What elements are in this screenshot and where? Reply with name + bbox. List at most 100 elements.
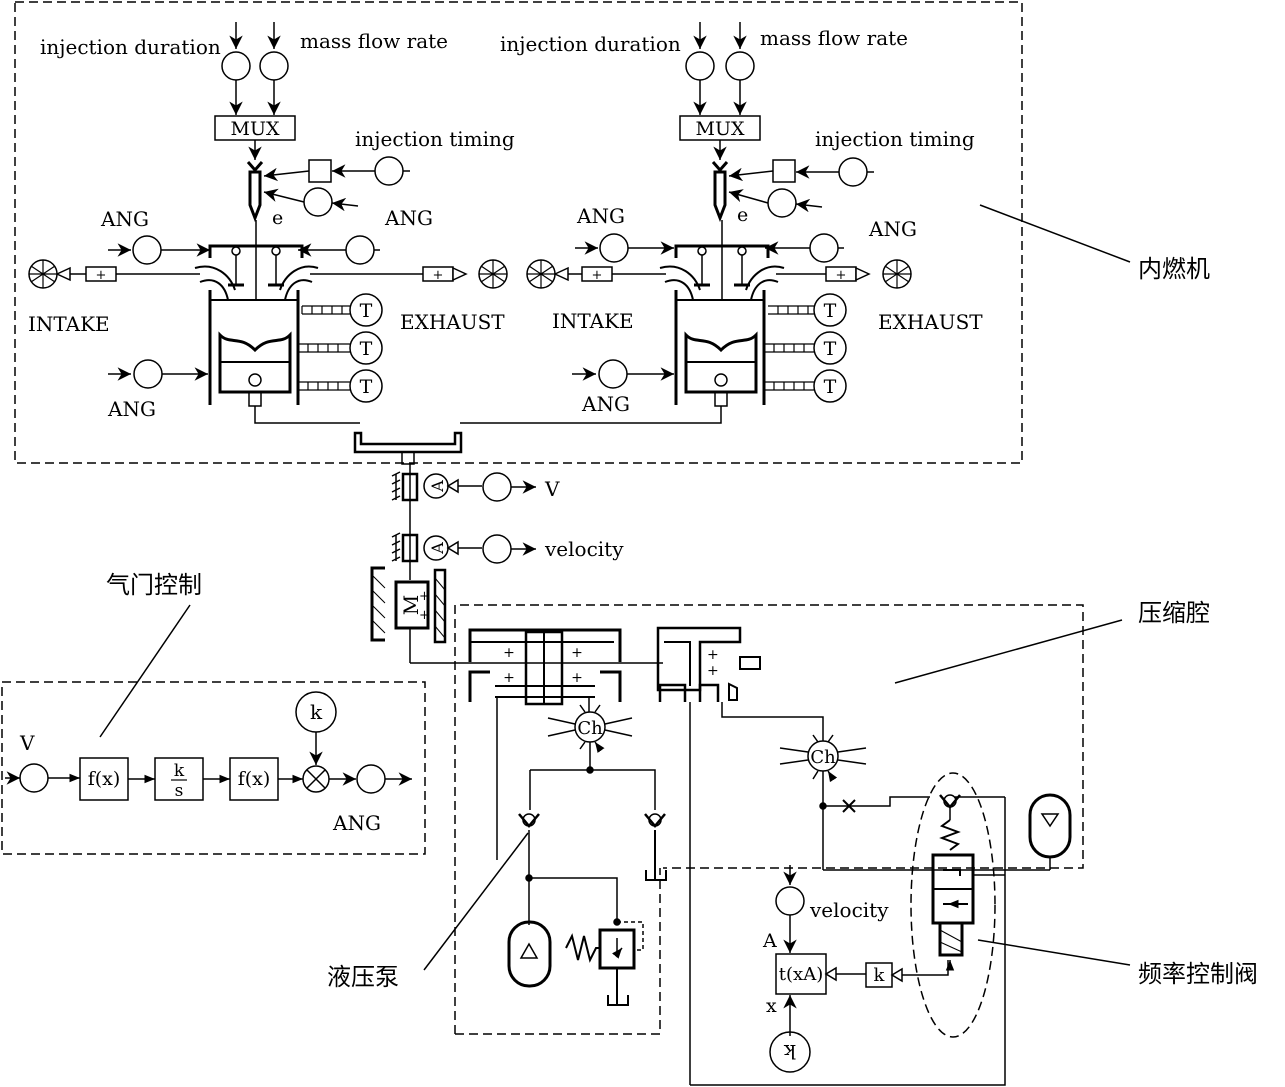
svg-text:t(xA): t(xA) [779, 964, 823, 985]
svg-text:T: T [824, 376, 837, 398]
compression-group: 压缩腔 + + + + Ch [454, 599, 1210, 1085]
svg-text:+: + [571, 645, 583, 661]
shaft-out-port-velocity[interactable] [482, 534, 512, 564]
ang-label-left-1: ANG [100, 207, 149, 231]
piston-icon-right [684, 331, 758, 394]
svg-text:T: T [360, 338, 373, 360]
ang-input-port-right-1[interactable] [599, 233, 629, 263]
injection-timing-label-left: injection timing [355, 127, 515, 151]
duration-feedback-port-left[interactable] [303, 187, 333, 217]
fv-k-source[interactable] [769, 1031, 811, 1073]
intake-label-right: INTAKE [552, 309, 634, 333]
shaft-v-label: V [544, 477, 560, 501]
ang-input-port-left-2[interactable] [345, 235, 375, 265]
valve-control-leader-line [99, 604, 191, 738]
cylinder-right: injection duration mass flow rate MUX in… [500, 22, 983, 416]
svg-text:+: + [96, 268, 107, 283]
svg-text:+: + [503, 645, 515, 661]
vc-output-port[interactable] [356, 764, 386, 794]
e-label-right: e [737, 204, 748, 226]
massflow-input-port-left[interactable] [259, 51, 289, 81]
timing-input-port-right[interactable] [838, 157, 868, 187]
engine-leader-line [979, 204, 1131, 263]
injector-icon-left [246, 161, 264, 223]
freq-valve-group: 频率控制阀 velocity A t(xA) x k k [690, 772, 1258, 1086]
ang-label-right-1: ANG [576, 204, 625, 228]
svg-text:A: A [428, 480, 447, 493]
svg-text:k: k [874, 965, 886, 986]
freq-valve-leader-line [977, 939, 1131, 966]
shaft-assembly: A V A velocity M + + [370, 464, 663, 664]
mux-label-left: MUX [231, 118, 280, 140]
svg-text:+: + [419, 608, 430, 623]
engine-boundary [14, 1, 1023, 464]
timing-input-port-left[interactable] [374, 156, 404, 186]
exhaust-label-left: EXHAUST [400, 310, 505, 334]
svg-text:+: + [707, 647, 719, 663]
timing-block-left[interactable] [308, 159, 332, 183]
valve-control-label: 气门控制 [106, 571, 202, 599]
svg-text:+: + [433, 268, 444, 283]
svg-text:k: k [174, 761, 185, 781]
injection-timing-label-right: injection timing [815, 127, 975, 151]
ang-label-right-3: ANG [581, 392, 630, 416]
mass-flow-rate-label-right: mass flow rate [760, 26, 908, 50]
fv-velocity-label: velocity [809, 898, 889, 922]
vc-output-label: ANG [332, 811, 381, 835]
ang-input-port-right-2[interactable] [809, 233, 839, 263]
duration-input-port-left[interactable] [221, 51, 251, 81]
intake-label-left: INTAKE [28, 312, 110, 336]
check-valve-1 [518, 813, 540, 828]
shaft-out-port-v[interactable] [482, 472, 512, 502]
injection-duration-label-right: injection duration [500, 32, 681, 56]
ang-input-port-left-3[interactable] [133, 359, 163, 389]
freq-valve-label: 频率控制阀 [1138, 960, 1258, 988]
pump-leader-line [423, 832, 529, 971]
svg-text:+: + [503, 670, 515, 686]
svg-text:T: T [824, 300, 837, 322]
temperature-sensors-right: T T T [764, 293, 847, 403]
pump-accumulator [507, 920, 552, 988]
check-valve-2 [644, 813, 666, 828]
cylinder-left: injection duration mass flow rate MUX in… [28, 22, 515, 421]
massflow-input-port-right[interactable] [725, 51, 755, 81]
injection-duration-label-left: injection duration [40, 35, 221, 59]
svg-text:A: A [428, 542, 447, 555]
freq-valve-boundary [910, 772, 996, 1038]
compression-boundary [454, 604, 1084, 1034]
svg-text:+: + [836, 268, 847, 283]
vc-input-label: V [19, 731, 35, 755]
temperature-sensors-left: T T T [298, 293, 383, 403]
valve-control-boundary [1, 681, 426, 855]
svg-text:Ch: Ch [577, 718, 603, 739]
timing-block-right[interactable] [772, 159, 796, 183]
exhaust-fan-icon-left [478, 259, 508, 289]
compression-label: 压缩腔 [1138, 599, 1210, 627]
ang-label-left-3: ANG [107, 397, 156, 421]
crankshaft-icon [353, 431, 463, 454]
duration-feedback-port-right[interactable] [767, 188, 797, 218]
mux-label-right: MUX [696, 118, 745, 140]
motor-block[interactable] [394, 580, 430, 630]
vc-input-port[interactable] [19, 763, 49, 793]
svg-text:T: T [824, 338, 837, 360]
fv-velocity-port[interactable] [775, 886, 805, 916]
intake-fan-icon-right [526, 259, 556, 289]
ang-input-port-right-3[interactable] [598, 359, 628, 389]
svg-text:k: k [310, 700, 323, 724]
ang-input-port-left-1[interactable] [132, 235, 162, 265]
injector-icon-right [711, 161, 729, 223]
duration-input-port-right[interactable] [685, 51, 715, 81]
fv-a-label: A [762, 930, 777, 952]
compression-leader-line [894, 619, 1123, 684]
svg-text:f(x): f(x) [88, 768, 121, 790]
exhaust-fan-icon-right [882, 259, 912, 289]
shaft-velocity-label: velocity [544, 537, 624, 561]
pump-label: 液压泵 [327, 963, 399, 991]
svg-text:+: + [571, 670, 583, 686]
mass-flow-rate-label-left: mass flow rate [300, 29, 448, 53]
ang-label-right-2: ANG [868, 217, 917, 241]
ang-label-left-2: ANG [384, 206, 433, 230]
svg-text:s: s [175, 781, 184, 801]
